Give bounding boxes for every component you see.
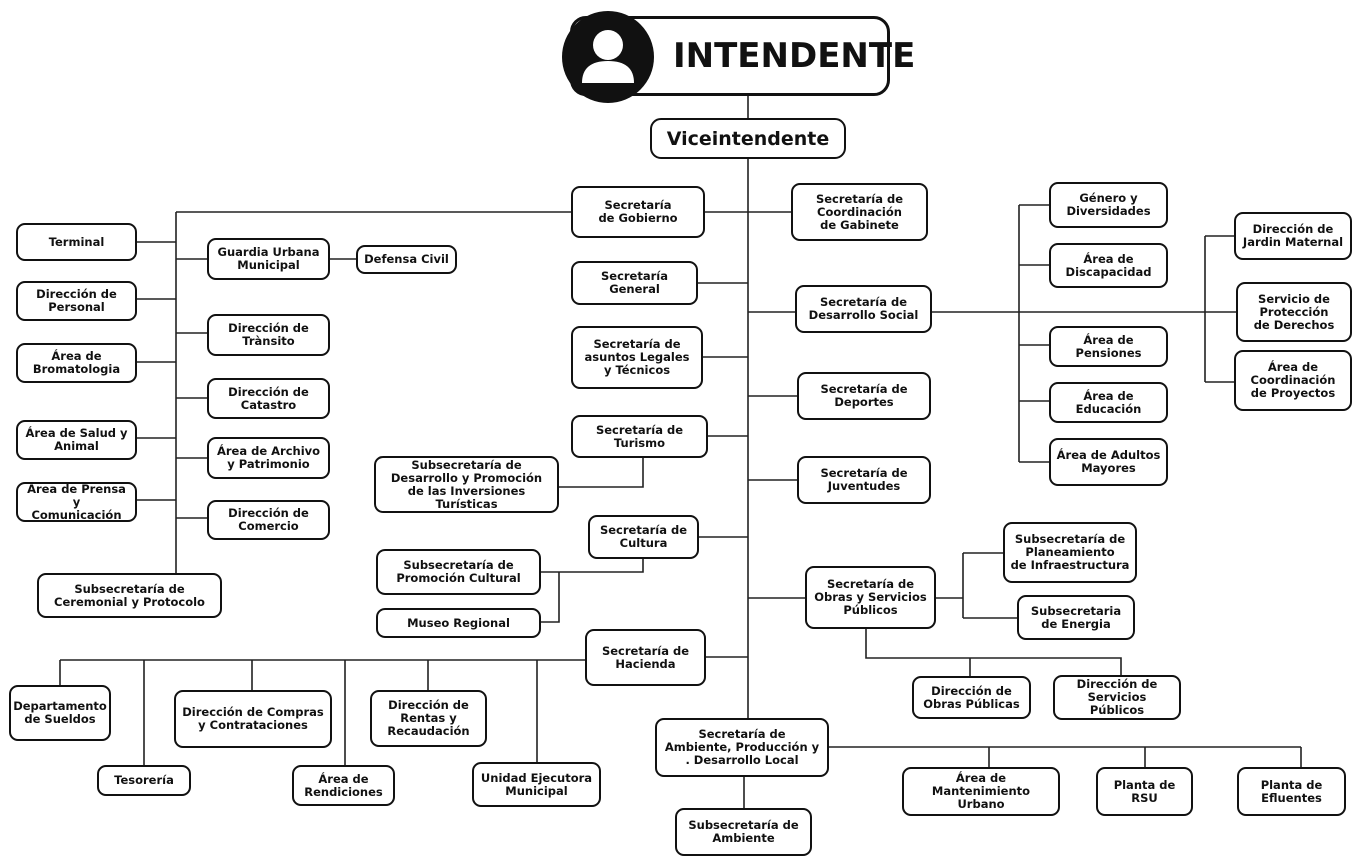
dir-personal-box: Dirección de Personal: [16, 281, 137, 321]
subsec-planeamiento-box: Subsecretaría de Planeamiento de Infraes…: [1003, 522, 1137, 583]
sec-deportes-box: Secretaría de Deportes: [797, 372, 931, 420]
sec-obras-box: Secretaría de Obras y Servicios Públicos: [805, 566, 936, 629]
coord-proyectos-box: Área de Coordinación de Proyectos: [1234, 350, 1352, 411]
subsec-ambiente-box: Subsecretaría de Ambiente: [675, 808, 812, 856]
discapacidad-box: Área de Discapacidad: [1049, 243, 1168, 288]
defensa-civil-box: Defensa Civil: [356, 245, 457, 274]
area-bromatologia-box: Área de Bromatologia: [16, 343, 137, 383]
subsec-ceremonial-box: Subsecretaría de Ceremonial y Protocolo: [37, 573, 222, 618]
genero-box: Género y Diversidades: [1049, 182, 1168, 228]
sec-gobierno-box: Secretaría de Gobierno: [571, 186, 705, 238]
subsec-inversiones-box: Subsecretaría de Desarrollo y Promoción …: [374, 456, 559, 513]
sec-coord-gabinete-box: Secretaría de Coordinación de Gabinete: [791, 183, 928, 241]
pensiones-box: Área de Pensiones: [1049, 326, 1168, 367]
dir-rentas-box: Dirección de Rentas y Recaudación: [370, 690, 487, 747]
mantenimiento-box: Área de Mantenimiento Urbano: [902, 767, 1060, 816]
sec-turismo-box: Secretaría de Turismo: [571, 415, 708, 458]
unidad-ejecutora-box: Unidad Ejecutora Municipal: [472, 762, 601, 807]
viceintendente-box: Viceintendente: [650, 118, 846, 159]
sec-general-box: Secretaría General: [571, 261, 698, 305]
area-rendiciones-box: Área de Rendiciones: [292, 765, 395, 806]
sec-hacienda-box: Secretaría de Hacienda: [585, 629, 706, 686]
museo-box: Museo Regional: [376, 608, 541, 638]
sec-desarrollo-social-box: Secretaría de Desarrollo Social: [795, 285, 932, 333]
dir-catastro-box: Dirección de Catastro: [207, 378, 330, 419]
subsec-promocion-cultural-box: Subsecretaría de Promoción Cultural: [376, 549, 541, 595]
subsec-energia-box: Subsecretaria de Energia: [1017, 595, 1135, 640]
jardin-box: Dirección de Jardin Maternal: [1234, 212, 1352, 260]
depto-sueldos-box: Departamento de Sueldos: [9, 685, 111, 741]
adultos-mayores-box: Área de Adultos Mayores: [1049, 438, 1168, 486]
connector: [541, 559, 644, 573]
educacion-box: Área de Educación: [1049, 382, 1168, 423]
proteccion-box: Servicio de Protección de Derechos: [1236, 282, 1352, 342]
guardia-urbana-box: Guardia Urbana Municipal: [207, 238, 330, 280]
sec-cultura-box: Secretaría de Cultura: [588, 515, 699, 559]
connector: [559, 458, 644, 488]
dir-comercio-box: Dirección de Comercio: [207, 500, 330, 540]
dir-obras-box: Dirección de Obras Públicas: [912, 676, 1031, 719]
user-icon: [562, 11, 654, 103]
sec-legales-box: Secretaría de asuntos Legales y Técnicos: [571, 326, 703, 389]
planta-rsu-box: Planta de RSU: [1096, 767, 1193, 816]
sec-ambiente-box: Secretaría de Ambiente, Producción y . D…: [655, 718, 829, 777]
planta-efluentes-box: Planta de Efluentes: [1237, 767, 1346, 816]
dir-servicios-box: Dirección de Servicios Públicos: [1053, 675, 1181, 720]
area-archivo-box: Área de Archivo y Patrimonio: [207, 437, 330, 479]
area-prensa-box: Área de Prensa y Comunicación: [16, 482, 137, 522]
tesoreria-box: Tesorería: [97, 765, 191, 796]
dir-transito-box: Dirección de Trànsito: [207, 314, 330, 356]
connector: [865, 622, 1122, 675]
terminal-box: Terminal: [16, 223, 137, 261]
area-salud-animal-box: Área de Salud y Animal: [16, 420, 137, 460]
sec-juventudes-box: Secretaría de Juventudes: [797, 456, 931, 504]
connector: [541, 572, 560, 623]
dir-compras-box: Dirección de Compras y Contrataciones: [174, 690, 332, 748]
